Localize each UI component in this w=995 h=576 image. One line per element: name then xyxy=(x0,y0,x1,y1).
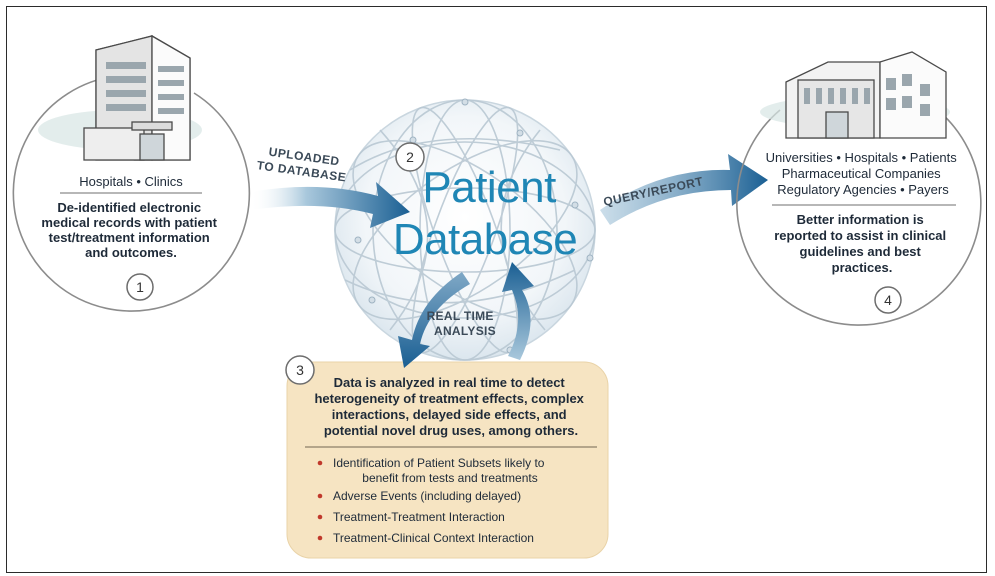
svg-text:UPLOADED TO DATABASE: UPLOADED TO DATABASE xyxy=(256,143,349,184)
step3-panel: 3 Data is analyzed in real time to detec… xyxy=(285,355,609,559)
cycle-arrow-up xyxy=(502,262,534,360)
step4-panel: Universities • Hospitals • Patients Phar… xyxy=(736,51,982,326)
step4-number-badge: 4 xyxy=(874,286,902,314)
step1-line: and outcomes. xyxy=(85,245,177,260)
step4-heading-line: Pharmaceutical Companies xyxy=(782,166,941,181)
svg-text:Patient Database: Patient Database xyxy=(393,163,577,264)
step1-line: De-identified electronic xyxy=(57,200,201,215)
bullet-dot xyxy=(317,514,323,520)
step1-line: test/treatment information xyxy=(49,230,210,245)
step1-line: medical records with patient xyxy=(41,215,217,230)
step4-line: guidelines and best xyxy=(800,244,922,259)
bullet-dot xyxy=(317,535,323,541)
step1-number-badge: 1 xyxy=(126,273,154,301)
step4-line: reported to assist in clinical xyxy=(774,228,946,243)
step3-line: Data is analyzed in real time to detect xyxy=(334,375,566,390)
step3-number-badge: 3 xyxy=(285,355,315,385)
bullet-dot xyxy=(317,493,323,499)
step1-circle-arc xyxy=(12,75,251,312)
step4-heading-line: Universities • Hospitals • Patients xyxy=(766,150,958,165)
bullet-text: benefit from tests and treatments xyxy=(362,471,537,485)
step3-number: 3 xyxy=(296,362,304,378)
bullet-text: Treatment-Treatment Interaction xyxy=(333,510,505,524)
step3-line: interactions, delayed side effects, and xyxy=(332,407,567,422)
real-time-analysis-cycle: REAL TIME ANALYSIS xyxy=(398,262,534,368)
step4-circle-arc xyxy=(736,109,982,326)
step2-number-badge: 2 xyxy=(395,142,425,172)
step2-title: 2 Patient Database xyxy=(393,142,578,264)
bullet-dot xyxy=(317,460,323,466)
step2-title-line: Patient xyxy=(422,163,556,212)
university-building-illustration xyxy=(785,51,947,139)
step1-panel: Hospitals • Clinics De-identified electr… xyxy=(12,34,251,312)
step1-number: 1 xyxy=(136,279,144,295)
step2-title-line: Database xyxy=(393,215,577,264)
step2-number: 2 xyxy=(406,149,414,165)
step4-number: 4 xyxy=(884,292,892,308)
step4-description: Better information is reported to assist… xyxy=(774,212,950,275)
step3-line: heterogeneity of treatment effects, comp… xyxy=(314,391,584,406)
step4-heading-line: Regulatory Agencies • Payers xyxy=(777,182,949,197)
step3-box xyxy=(286,361,609,559)
cycle-label-line: ANALYSIS xyxy=(434,324,496,338)
bullet-text: Adverse Events (including delayed) xyxy=(333,489,521,503)
bullet-text: Identification of Patient Subsets likely… xyxy=(333,456,545,470)
hospital-building-illustration xyxy=(83,34,191,161)
cycle-label-line: REAL TIME xyxy=(427,309,494,323)
svg-text:Universities • Hospitals • Pat: Universities • Hospitals • Patients Phar… xyxy=(766,150,961,197)
step4-line: Better information is xyxy=(797,212,924,227)
step3-line: potential novel drug uses, among others. xyxy=(324,423,578,438)
bullet-text: Treatment-Clinical Context Interaction xyxy=(333,531,534,545)
step1-description: De-identified electronic medical records… xyxy=(41,200,220,260)
step4-line: practices. xyxy=(832,260,893,275)
step3-summary: Data is analyzed in real time to detect … xyxy=(314,375,587,438)
cycle-arrow-down xyxy=(398,272,470,368)
step3-bullet-list: Identification of Patient Subsets likely… xyxy=(317,456,545,545)
step1-heading: Hospitals • Clinics xyxy=(79,174,183,189)
svg-text:REAL TIME ANALYSIS: REAL TIME ANALYSIS xyxy=(427,309,498,338)
